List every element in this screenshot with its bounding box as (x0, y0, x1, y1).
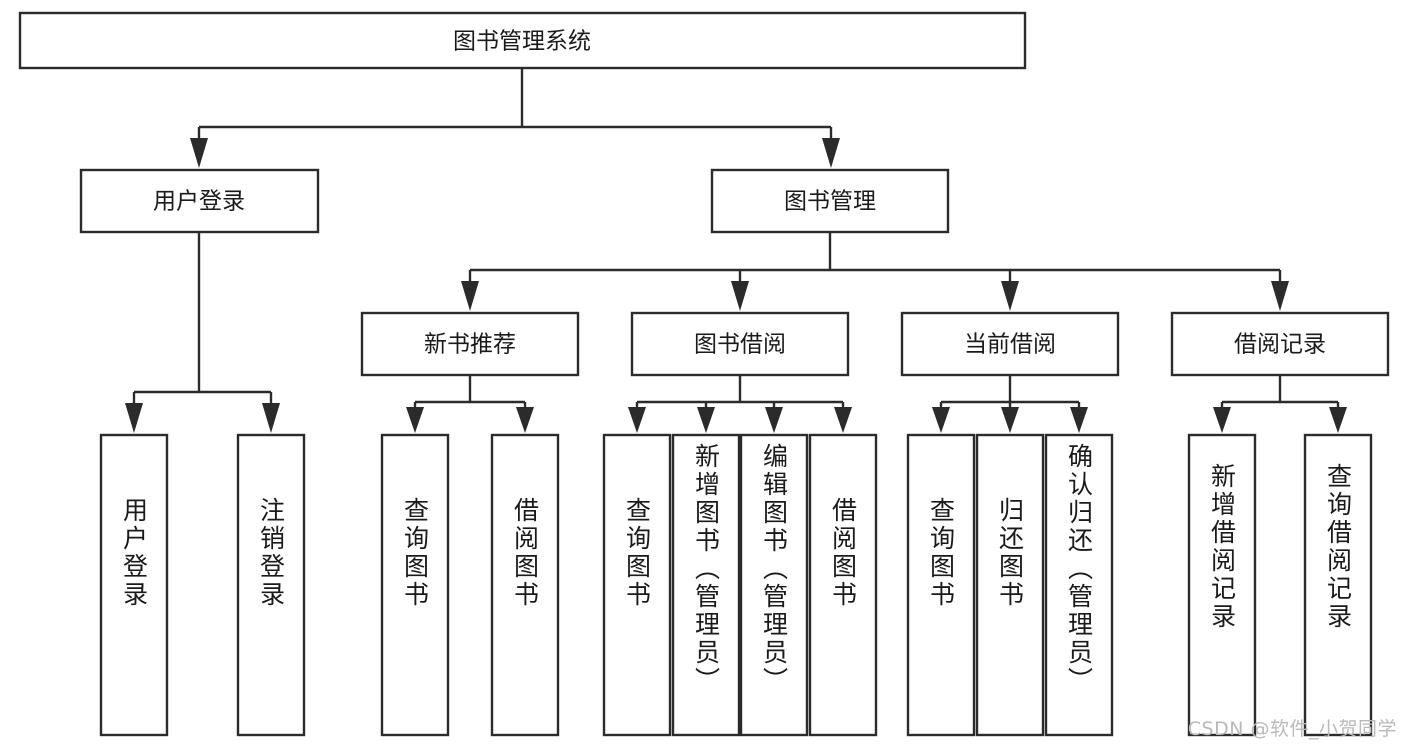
arrow-head-icon (406, 407, 424, 433)
leaf-box-current-borrow-2[interactable] (1044, 433, 1114, 737)
user-login-box (79, 168, 320, 234)
arrow-head-icon (1271, 281, 1289, 311)
current-borrow-label: 当前借阅 (964, 332, 1056, 358)
leaf-box-current-borrow-0[interactable] (906, 433, 976, 737)
new-book-recommend-box (360, 311, 580, 377)
watermark-text: CSDN @软件_小贺同学 (1187, 718, 1397, 740)
leaf-box-new-book-0[interactable] (380, 433, 450, 737)
leaf-box-user-login-0[interactable] (99, 433, 169, 737)
new-book-recommend-label: 新书推荐 (424, 332, 516, 358)
connector-userlogin-to-leaves (125, 232, 280, 433)
borrow-record-label: 借阅记录 (1234, 332, 1326, 358)
leaf-box-user-login-1[interactable] (236, 433, 306, 737)
book-borrow-label: 图书借阅 (694, 332, 786, 358)
arrow-head-icon (697, 407, 715, 433)
node-user-login[interactable]: 用户登录 (79, 168, 320, 234)
node-new-book-recommend[interactable]: 新书推荐 (360, 311, 580, 377)
leaf-box-book-borrow-0[interactable] (602, 433, 672, 737)
arrow-head-icon (628, 407, 646, 433)
arrow-head-icon (932, 407, 950, 433)
leaf-box-new-book-1[interactable] (490, 433, 560, 737)
leaf-box-book-borrow-1[interactable] (671, 433, 741, 737)
current-borrow-box (900, 311, 1120, 377)
leaf-box-borrow-record-1[interactable] (1303, 433, 1373, 737)
root-label: 图书管理系统 (453, 29, 591, 55)
connector-root-to-level2 (190, 68, 840, 168)
leaf-box-book-borrow-2[interactable] (739, 433, 809, 737)
node-borrow-record[interactable]: 借阅记录 (1170, 311, 1390, 377)
leaf-box-book-borrow-3[interactable] (808, 433, 878, 737)
connector-bookborrow-to-leaves (628, 375, 852, 433)
arrow-head-icon (765, 407, 783, 433)
arrow-head-icon (1001, 281, 1019, 311)
connector-currentborrow-to-leaves (932, 375, 1088, 433)
root-box (18, 11, 1027, 70)
connector-newbook-to-leaves (406, 375, 534, 433)
node-current-borrow[interactable]: 当前借阅 (900, 311, 1120, 377)
book-management-label: 图书管理 (784, 189, 876, 215)
arrow-head-icon (1213, 407, 1231, 433)
arrow-head-icon (461, 281, 479, 311)
arrow-head-icon (822, 138, 840, 168)
arrow-head-icon (731, 281, 749, 311)
arrow-head-icon (1070, 407, 1088, 433)
leaf-box-current-borrow-1[interactable] (975, 433, 1045, 737)
node-book-management[interactable]: 图书管理 (710, 168, 950, 234)
arrow-head-icon (1329, 407, 1347, 433)
node-book-borrow[interactable]: 图书借阅 (630, 311, 850, 377)
node-root[interactable]: 图书管理系统 (18, 11, 1027, 70)
arrow-head-icon (262, 403, 280, 433)
arrow-head-icon (125, 403, 143, 433)
arrow-head-icon (190, 138, 208, 168)
leaf-box-borrow-record-0[interactable] (1187, 433, 1257, 737)
connector-bookmgmt-to-level3 (461, 232, 1289, 311)
user-login-label: 用户登录 (153, 189, 245, 215)
arrow-head-icon (516, 407, 534, 433)
arrow-head-icon (1001, 407, 1019, 433)
connector-borrowrecord-to-leaves (1213, 375, 1347, 433)
arrow-head-icon (834, 407, 852, 433)
